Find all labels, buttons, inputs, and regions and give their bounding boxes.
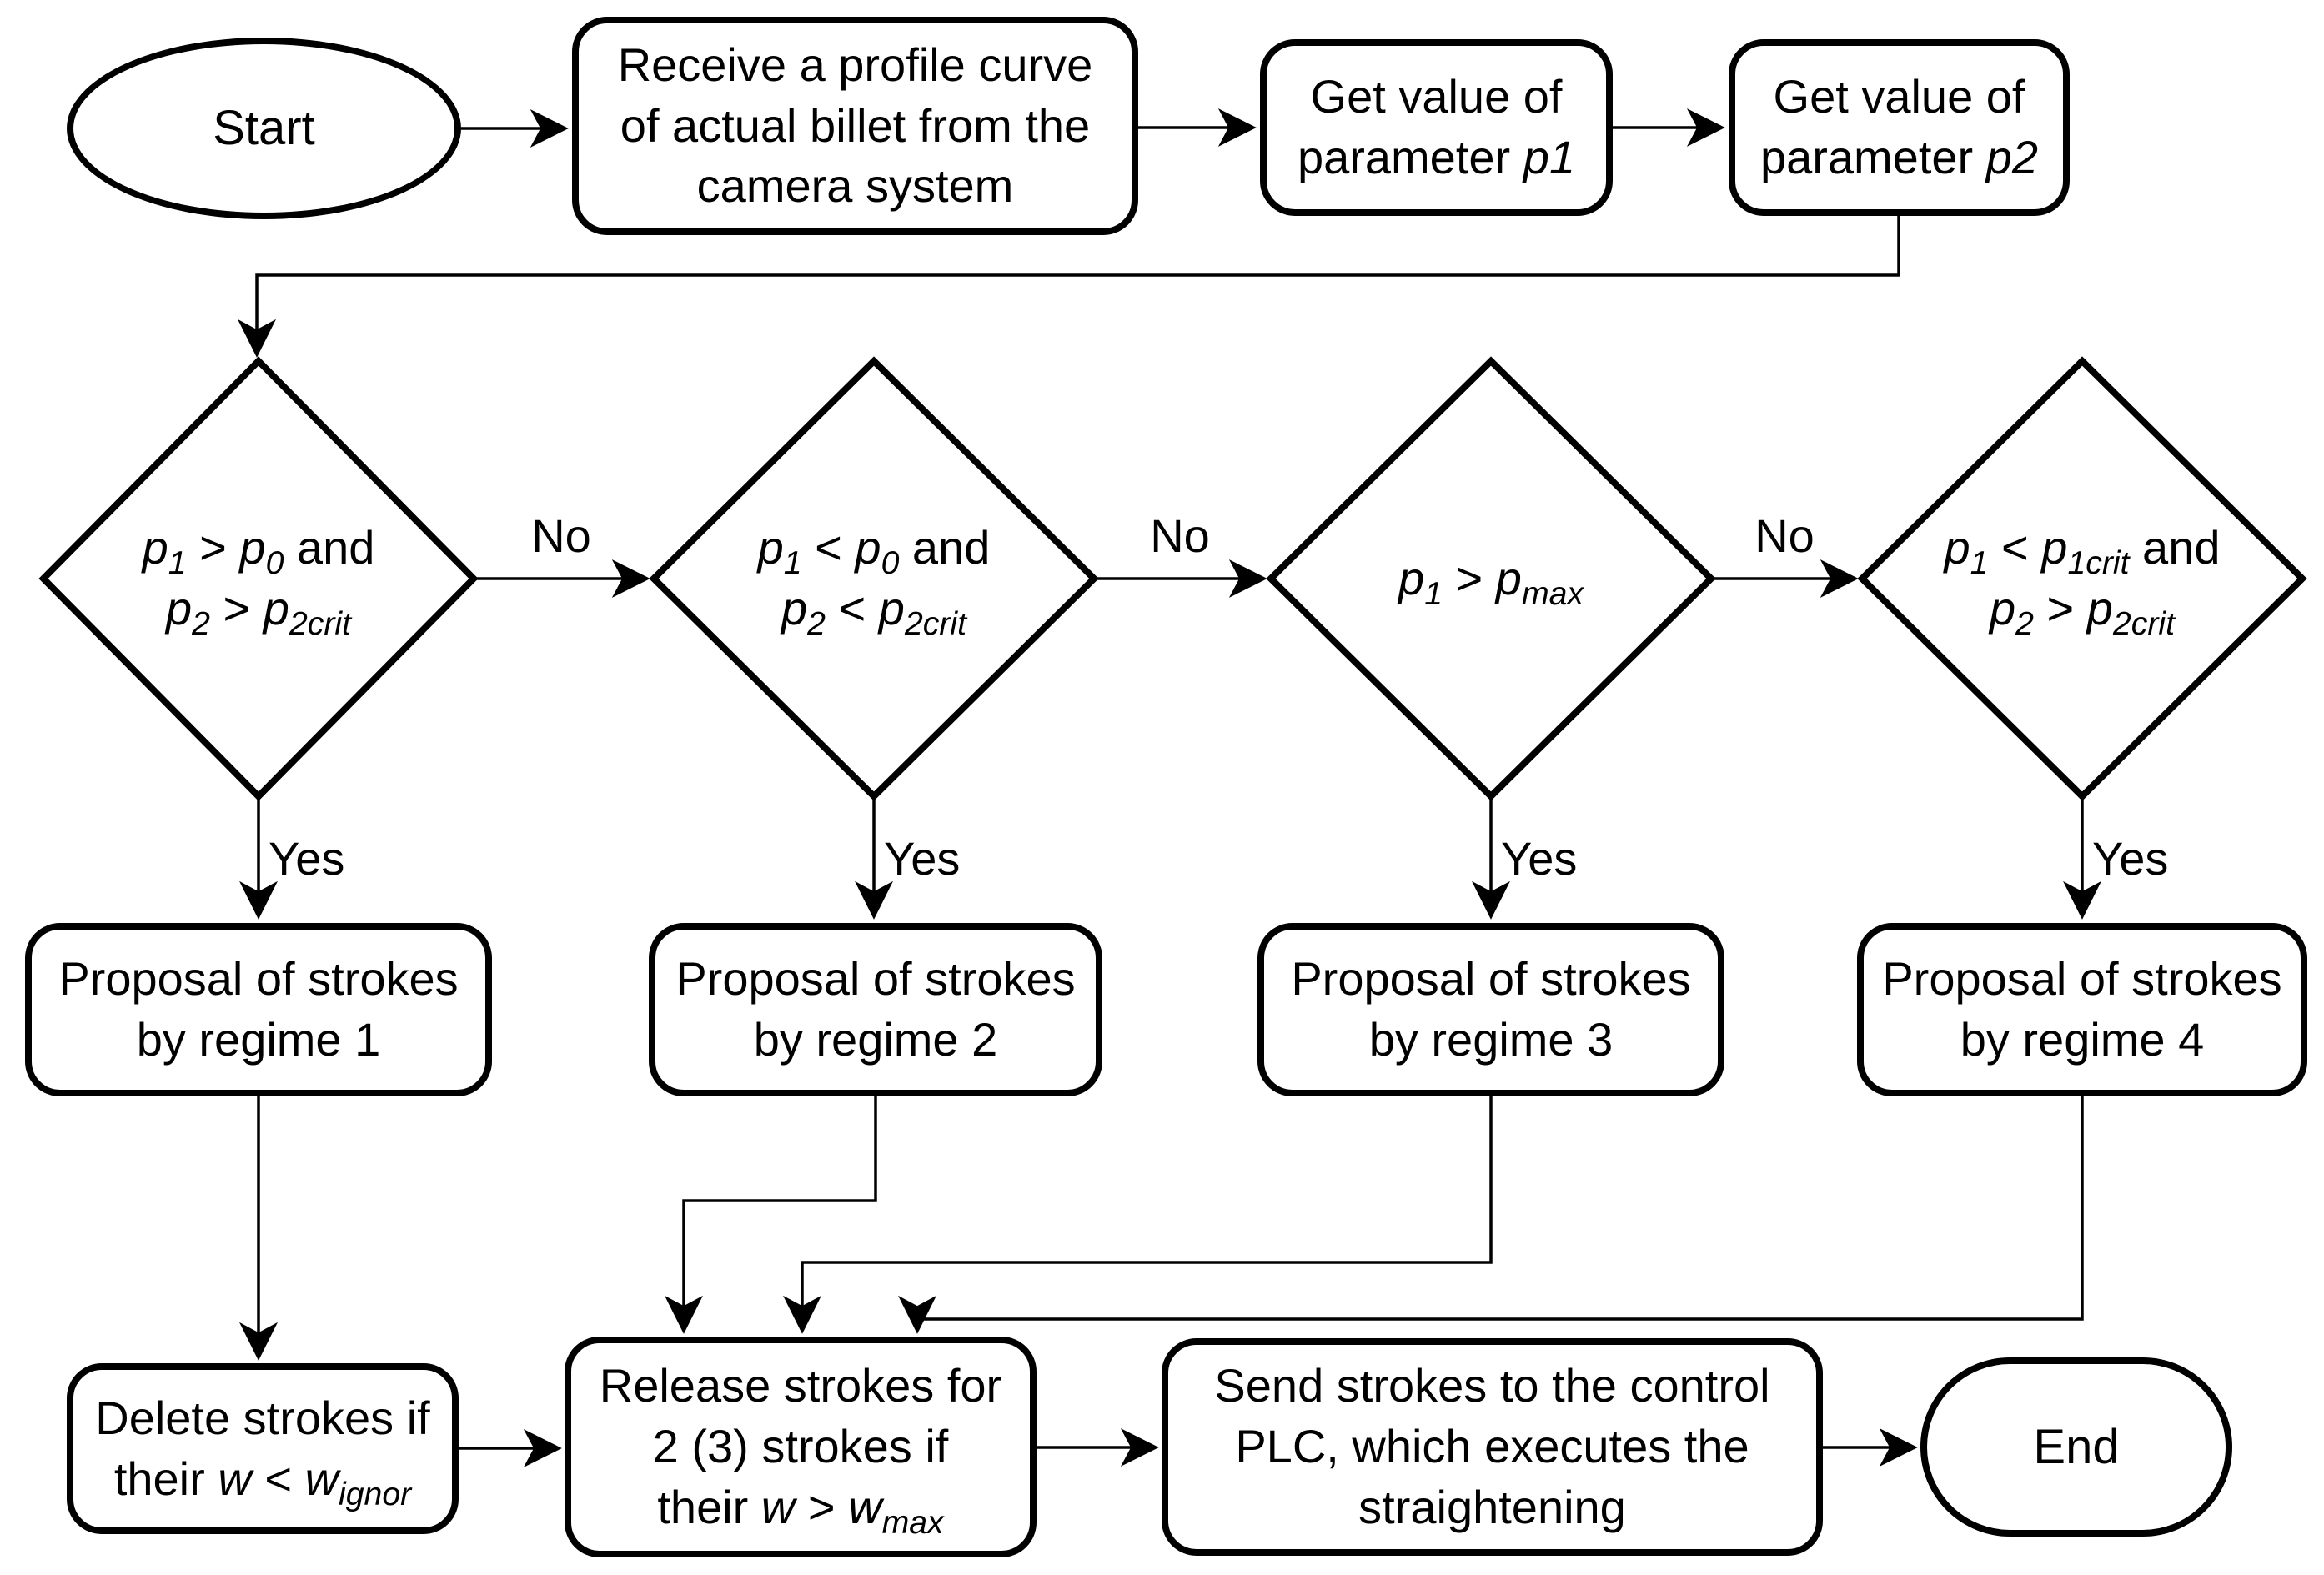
terminator-start: Start xyxy=(67,38,461,219)
edge-label-no-2: No xyxy=(1150,509,1210,562)
edge-label-no-3: No xyxy=(1754,509,1815,562)
edge-regime3-release-arrow xyxy=(783,1096,1493,1334)
edge-label-yes-3: Yes xyxy=(1501,832,1578,885)
terminator-end-label: End xyxy=(2033,1419,2120,1474)
edge-regime4-release-arrow xyxy=(898,1096,2084,1334)
terminator-start-label: Start xyxy=(213,101,315,156)
edge-label-yes-2: Yes xyxy=(884,832,961,885)
decision-3-condition: p1 > pmax xyxy=(1398,551,1584,612)
edge-getp2-decision1-arrow xyxy=(238,216,1900,358)
edge-regime2-release-arrow xyxy=(665,1096,877,1334)
terminator-end: End xyxy=(1920,1357,2232,1537)
edge-label-yes-1: Yes xyxy=(269,832,345,885)
edge-label-no-1: No xyxy=(531,509,591,562)
edge-label-yes-4: Yes xyxy=(2092,832,2169,885)
